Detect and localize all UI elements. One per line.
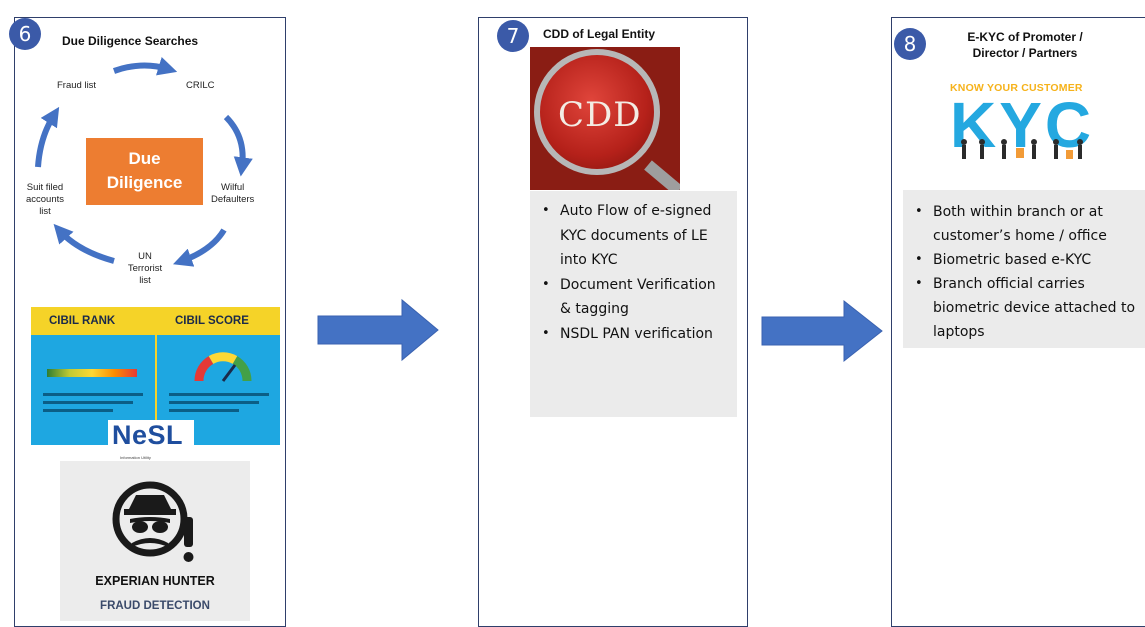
spy-icon	[112, 481, 194, 562]
kyc-caption: KNOW YOUR CUSTOMER	[950, 82, 1083, 94]
due-diligence-center-box: Due Diligence	[86, 138, 203, 205]
cdd-magnifier-image: CDD	[530, 47, 680, 190]
cycle-arrow-bottom-left	[53, 223, 115, 264]
cdd-bullet-1: Auto Flow of e-signed KYC documents of L…	[530, 199, 725, 273]
panel-title-ekyc: E-KYC of Promoter / Director / Partners	[955, 29, 1095, 61]
cycle-arrow-right-upper	[223, 114, 253, 177]
kyc-logo-image: KNOW YOUR CUSTOMER KYC	[948, 80, 1098, 166]
cycle-arrow-right-lower	[172, 228, 227, 267]
node-crilc: CRILC	[186, 80, 215, 91]
cycle-arrow-top	[112, 57, 178, 76]
cdd-bullet-2: Document Verification & tagging	[530, 273, 725, 322]
suit-line-3: list	[39, 206, 51, 217]
nesl-logo-text: NeSL	[112, 420, 184, 450]
node-un-terrorist-list: UN Terrorist list	[125, 251, 165, 287]
node-fraud-list: Fraud list	[57, 80, 97, 91]
cdd-image-lens	[534, 49, 660, 175]
ekyc-bullet-2: Biometric based e-KYC	[903, 248, 1145, 272]
step-badge-7: 7	[497, 20, 529, 52]
suit-line-1: Suit filed	[26, 182, 64, 193]
cibil-divider	[155, 335, 157, 445]
cibil-rank-text-lines	[43, 393, 143, 412]
cibil-rank-label: CIBIL RANK	[49, 315, 116, 327]
due-diligence-line-1: Due	[128, 149, 161, 168]
cycle-arrow-left	[35, 106, 60, 168]
nesl-logo: NeSL Information Utility	[108, 420, 194, 464]
kyc-people-icon	[961, 139, 1083, 159]
wilful-line-1: Wilful	[221, 182, 245, 193]
ekyc-title-line-2: Director / Partners	[972, 46, 1078, 60]
suit-line-2: accounts	[25, 194, 65, 205]
node-wilful-defaulters: Wilful Defaulters	[211, 182, 254, 206]
flow-arrow-2	[761, 299, 883, 363]
cdd-image-text: CDD	[558, 95, 642, 135]
experian-hunter-label: EXPERIAN HUNTER	[95, 574, 215, 588]
cibil-score-label: CIBIL SCORE	[175, 315, 249, 327]
step-badge-8: 8	[894, 28, 926, 60]
ekyc-bullet-1: Both within branch or at customer’s home…	[903, 200, 1145, 248]
ekyc-bullet-list: Both within branch or at customer’s home…	[903, 190, 1145, 348]
step-badge-6: 6	[9, 18, 41, 50]
nesl-tagline: Information Utility	[120, 455, 151, 460]
un-line-3: list	[139, 275, 151, 286]
wilful-line-2: Defaulters	[211, 194, 255, 205]
cdd-image-handle	[644, 160, 680, 190]
cibil-score-gauge	[194, 352, 252, 382]
cdd-bullet-3: NSDL PAN verification	[530, 322, 725, 347]
node-suit-filed: Suit filed accounts list	[21, 182, 69, 218]
un-line-1: UN	[138, 251, 152, 262]
cibil-rank-scale	[47, 369, 137, 377]
due-diligence-line-2: Diligence	[106, 173, 183, 192]
cdd-bullet-list: Auto Flow of e-signed KYC documents of L…	[530, 191, 737, 417]
panel-title-due-diligence: Due Diligence Searches	[62, 34, 199, 48]
fraud-detection-label: FRAUD DETECTION	[100, 600, 210, 612]
experian-hunter-image: EXPERIAN HUNTER FRAUD DETECTION	[60, 461, 250, 621]
ekyc-bullet-3: Branch official carries biometric device…	[903, 272, 1145, 344]
flow-arrow-1	[317, 298, 439, 362]
cibil-score-text-lines	[169, 393, 269, 412]
ekyc-title-line-1: E-KYC of Promoter /	[967, 30, 1083, 44]
un-line-2: Terrorist	[127, 263, 163, 274]
due-diligence-cycle	[35, 57, 253, 267]
cibil-header	[31, 307, 280, 335]
panel-title-cdd: CDD of Legal Entity	[543, 27, 656, 41]
